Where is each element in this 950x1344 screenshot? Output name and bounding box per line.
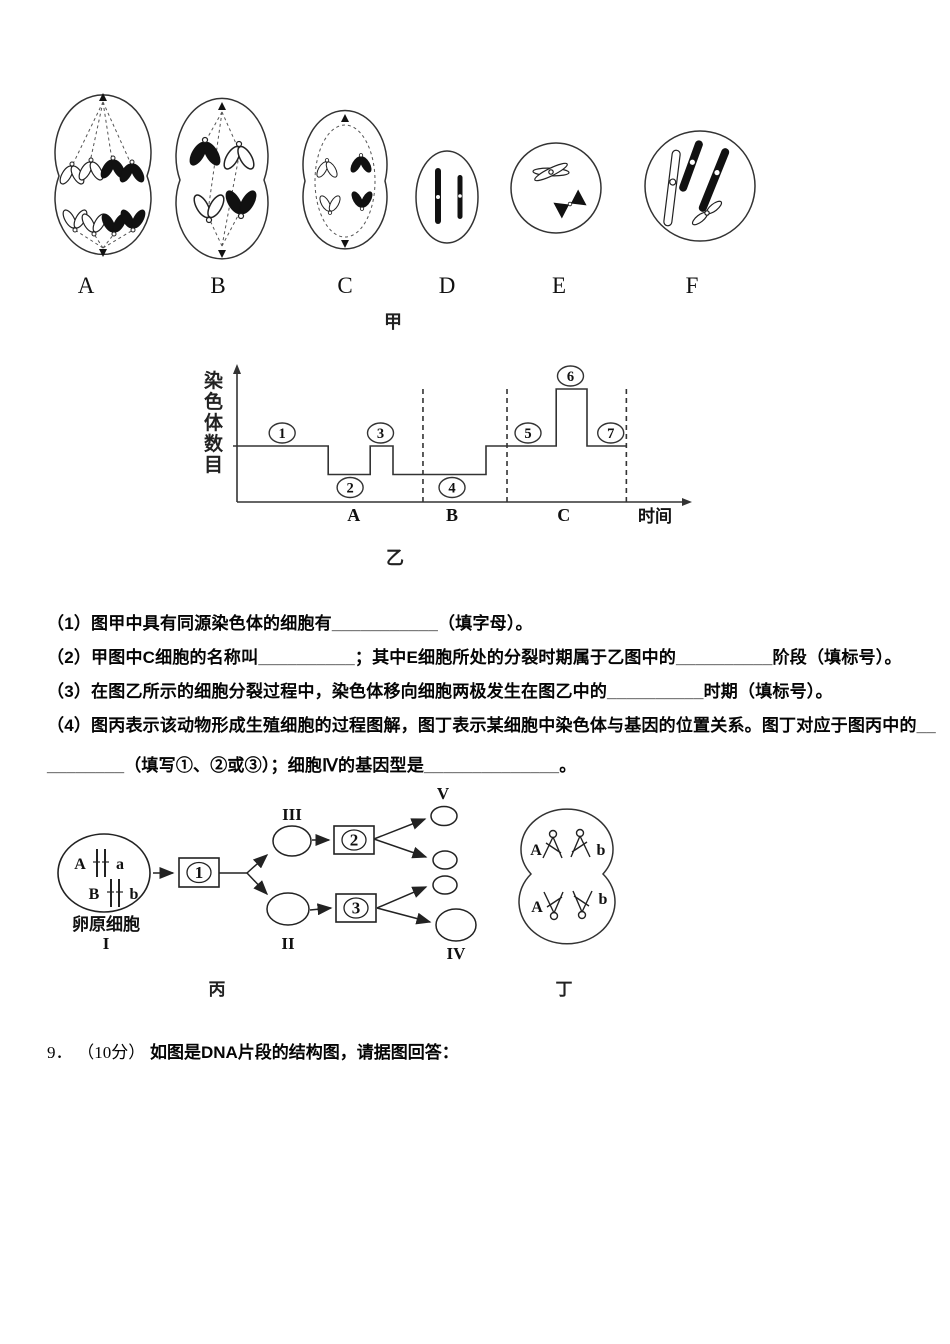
process-box-3: 3 bbox=[335, 893, 377, 923]
circled-number-digit-1: 1 bbox=[279, 426, 286, 442]
chromosome-number-chart: A B C 1 2 3 4 5 6 7 时间 bbox=[233, 364, 692, 526]
oogonium-cell: A a B b 卵原细胞 I bbox=[57, 833, 151, 953]
question-2: （2）甲图中C细胞的名称叫__________；其中E细胞所处的分裂时期属于乙图… bbox=[47, 648, 902, 667]
cell-C bbox=[302, 109, 388, 250]
cell-numeral-IV: IV bbox=[447, 944, 467, 963]
question-1: （1）图甲中具有同源染色体的细胞有___________（填字母）。 bbox=[47, 614, 533, 633]
ding-gene-b-top: b bbox=[597, 842, 606, 859]
polar-body-2 bbox=[432, 875, 458, 895]
figure-bing-ding: A a B b 卵原细胞 I bbox=[57, 785, 616, 963]
circled-number-2 bbox=[336, 476, 364, 499]
cell-numeral-I: I bbox=[103, 934, 110, 953]
ding-gene-A-top: A bbox=[530, 842, 542, 859]
question-4-line1: （4）图丙表示该动物形成生殖细胞的过程图解，图丁表示某细胞中染色体与基因的位置关… bbox=[47, 716, 936, 735]
cell-iii bbox=[272, 825, 312, 857]
x-axis-arrow bbox=[682, 498, 692, 506]
question-9-score: （10分） bbox=[77, 1043, 146, 1062]
figure-yi-caption: 乙 bbox=[386, 548, 404, 568]
cell-ii bbox=[266, 892, 310, 926]
process-box-2: 2 bbox=[333, 825, 375, 855]
cell-label-C: C bbox=[337, 273, 352, 298]
circled-number-5 bbox=[514, 422, 542, 444]
cell-label-B: B bbox=[210, 273, 225, 298]
chart-x-axis-label: 时间 bbox=[638, 506, 672, 526]
figure-ding-cell: A b A b bbox=[518, 808, 616, 945]
process-2-digit: 2 bbox=[350, 831, 359, 850]
circled-number-digit-3: 3 bbox=[377, 426, 384, 442]
figure-jia-cells: A B C D E F bbox=[54, 93, 756, 298]
chromosome-top-left bbox=[542, 829, 563, 859]
cell-numeral-III: III bbox=[282, 805, 302, 824]
circled-number-digit-7: 7 bbox=[607, 426, 614, 442]
chart-dynamic-layer: A B C 1 2 3 4 5 6 7 bbox=[268, 365, 628, 525]
process-1-digit: 1 bbox=[195, 863, 204, 882]
cell-D bbox=[415, 150, 479, 244]
chromosome-top-right bbox=[570, 828, 591, 858]
circled-number-4 bbox=[438, 476, 466, 499]
chromosome-step-line bbox=[233, 388, 627, 476]
question-9-number: 9． bbox=[47, 1043, 73, 1062]
y-axis-arrow bbox=[233, 364, 241, 374]
polar-body-1 bbox=[432, 850, 458, 870]
figure-ding-caption: 丁 bbox=[555, 980, 573, 999]
circled-number-digit-5: 5 bbox=[524, 426, 531, 442]
chart-y-axis-label: 染 色 体 数 目 bbox=[204, 371, 224, 476]
cell-F bbox=[644, 130, 756, 242]
figure-bing-caption: 丙 bbox=[208, 980, 226, 999]
circled-number-7 bbox=[597, 422, 625, 444]
flow-connectors bbox=[153, 818, 432, 925]
gene-b: b bbox=[130, 886, 139, 903]
phase-label-B: B bbox=[446, 505, 458, 525]
question-4-line2: ________（填写①、②或③）；细胞Ⅳ的基因型是______________… bbox=[47, 756, 577, 775]
gene-a: a bbox=[116, 856, 124, 873]
cell-label-E: E bbox=[552, 273, 566, 298]
phase-label-C: C bbox=[557, 505, 570, 525]
cell-A bbox=[54, 93, 152, 257]
chromosome-bottom-right bbox=[572, 890, 593, 920]
circled-number-digit-6: 6 bbox=[567, 369, 574, 385]
gene-A: A bbox=[74, 856, 86, 873]
cell-label-D: D bbox=[439, 273, 456, 298]
circled-number-3 bbox=[366, 422, 395, 444]
cell-B bbox=[175, 97, 269, 260]
cell-iv bbox=[435, 908, 477, 942]
cell-numeral-II: II bbox=[281, 934, 295, 953]
question-3: （3）在图乙所示的细胞分裂过程中，染色体移向细胞两极发生在图乙中的_______… bbox=[47, 682, 833, 701]
gene-B: B bbox=[89, 886, 100, 903]
cell-numeral-V: V bbox=[437, 785, 450, 803]
figure-jia-caption: 甲 bbox=[384, 312, 402, 332]
question-9: 9． （10分） 如图是DNA片段的结构图，请据图回答： bbox=[47, 1038, 459, 1063]
process-box-1: 1 bbox=[178, 857, 220, 888]
chart-axes bbox=[236, 370, 686, 503]
circled-number-digit-2: 2 bbox=[346, 481, 353, 497]
cell-E bbox=[510, 142, 602, 234]
cell-label-A: A bbox=[78, 273, 95, 298]
process-3-digit: 3 bbox=[352, 899, 361, 918]
circled-number-1 bbox=[268, 422, 296, 444]
chromosome-bottom-left bbox=[543, 891, 564, 921]
cell-v bbox=[430, 805, 458, 827]
question-9-text: 如图是DNA片段的结构图，请据图回答： bbox=[149, 1043, 459, 1062]
oogonium-label: 卵原细胞 bbox=[72, 914, 140, 934]
circled-number-digit-4: 4 bbox=[448, 481, 455, 497]
ding-gene-A-bottom: A bbox=[531, 899, 543, 916]
phase-label-A: A bbox=[347, 505, 360, 525]
cell-label-F: F bbox=[686, 273, 699, 298]
circled-number-6 bbox=[556, 365, 585, 387]
ding-gene-b-bottom: b bbox=[599, 891, 608, 908]
